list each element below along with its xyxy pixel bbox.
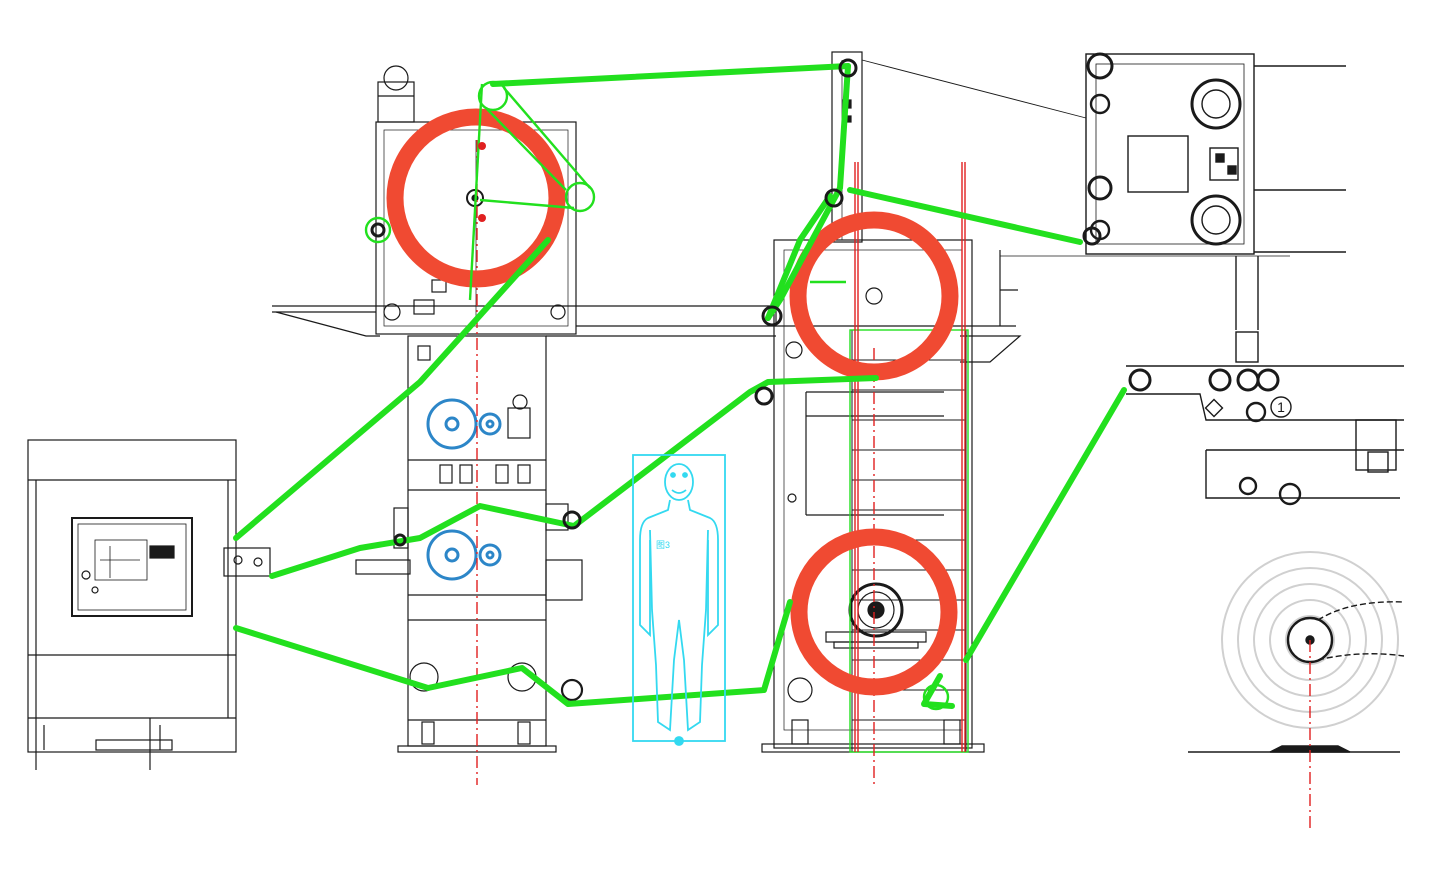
parent-rolls bbox=[386, 108, 959, 696]
tension-points bbox=[478, 142, 486, 222]
ladder-uprights bbox=[854, 162, 966, 752]
person-outline-icon bbox=[632, 454, 726, 746]
center-tower bbox=[761, 51, 985, 753]
figure-label: 图3 bbox=[656, 540, 670, 550]
callout-number: 1 bbox=[1277, 399, 1285, 415]
web-path-thin bbox=[364, 80, 950, 711]
cabinet-control-panel bbox=[71, 517, 193, 617]
walkway-platform bbox=[272, 250, 1022, 363]
lower-rewind-roll bbox=[790, 528, 958, 696]
blue-rollers bbox=[426, 398, 502, 581]
unwind-roll bbox=[386, 108, 566, 288]
control-cabinet bbox=[27, 439, 271, 770]
upper-rewind-roll bbox=[789, 211, 959, 381]
top-right-unit bbox=[861, 52, 1346, 363]
right-arm bbox=[1126, 365, 1404, 506]
center-lines bbox=[476, 140, 1311, 830]
numbered-callout: 1 bbox=[1270, 396, 1292, 418]
web-guide-rollers bbox=[370, 58, 1102, 547]
circled-number-icon bbox=[1270, 396, 1292, 418]
web-path bbox=[233, 63, 1127, 709]
